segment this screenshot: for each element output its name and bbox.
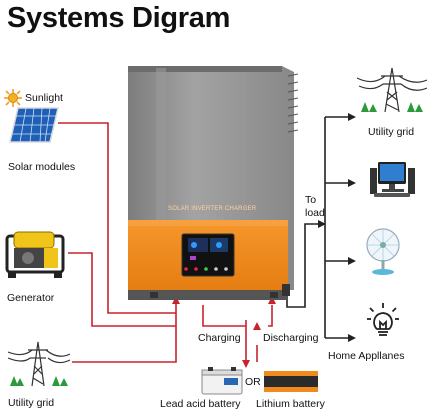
sun-icon bbox=[4, 89, 22, 107]
inverter-body bbox=[128, 66, 298, 300]
or-label: OR bbox=[245, 376, 261, 388]
discharging-label: Discharging bbox=[263, 332, 319, 344]
arrow-lamp bbox=[348, 334, 356, 342]
wire-discharging-loop bbox=[268, 305, 273, 327]
wire-charging-loop bbox=[202, 305, 246, 327]
fan-icon bbox=[366, 228, 400, 275]
arrow-into-inverter-1 bbox=[172, 296, 180, 304]
home-appliances-label: Home Appllanes bbox=[328, 350, 405, 362]
output-power-tower-icon bbox=[357, 67, 427, 113]
solar-panel-icon bbox=[9, 107, 59, 143]
to-load-label: To load bbox=[305, 194, 325, 219]
lead-acid-battery-label: Lead acid battery bbox=[160, 398, 241, 410]
arrow-grid bbox=[348, 113, 356, 121]
light-bulb-icon bbox=[367, 303, 399, 336]
arrow-to-load bbox=[318, 220, 326, 228]
wire-inverter-output bbox=[286, 223, 318, 308]
diagram-title: Systems Digram bbox=[7, 2, 231, 34]
arrow-down-charging bbox=[242, 360, 250, 368]
computer-icon bbox=[370, 162, 415, 197]
arrow-into-inverter-2 bbox=[268, 296, 276, 304]
generator-label: Generator bbox=[7, 292, 55, 304]
input-utility-grid-label: Utility grid bbox=[8, 397, 55, 409]
lithium-battery-icon bbox=[264, 371, 318, 392]
arrow-computer bbox=[348, 179, 356, 187]
wire-grid-to-inverter bbox=[72, 326, 177, 363]
arrow-up-discharging bbox=[253, 322, 261, 330]
solar-modules-label: Solar modules bbox=[8, 161, 76, 173]
generator-icon bbox=[5, 231, 65, 278]
wire-solar-to-inverter bbox=[58, 122, 176, 314]
charging-label: Charging bbox=[198, 332, 241, 344]
output-utility-grid-label: Utility grid bbox=[368, 126, 415, 138]
solar-inverter: SOLAR INVERTER CHARGER bbox=[122, 62, 298, 300]
lithium-battery-label: Lithium battery bbox=[256, 398, 325, 410]
lead-acid-battery-icon bbox=[201, 367, 243, 395]
wire-generator-to-inverter bbox=[68, 252, 177, 327]
arrow-fan bbox=[348, 257, 356, 265]
power-tower-icon bbox=[8, 341, 70, 387]
inverter-panel-text: SOLAR INVERTER CHARGER bbox=[168, 206, 257, 212]
sunlight-label: Sunlight bbox=[25, 92, 63, 104]
